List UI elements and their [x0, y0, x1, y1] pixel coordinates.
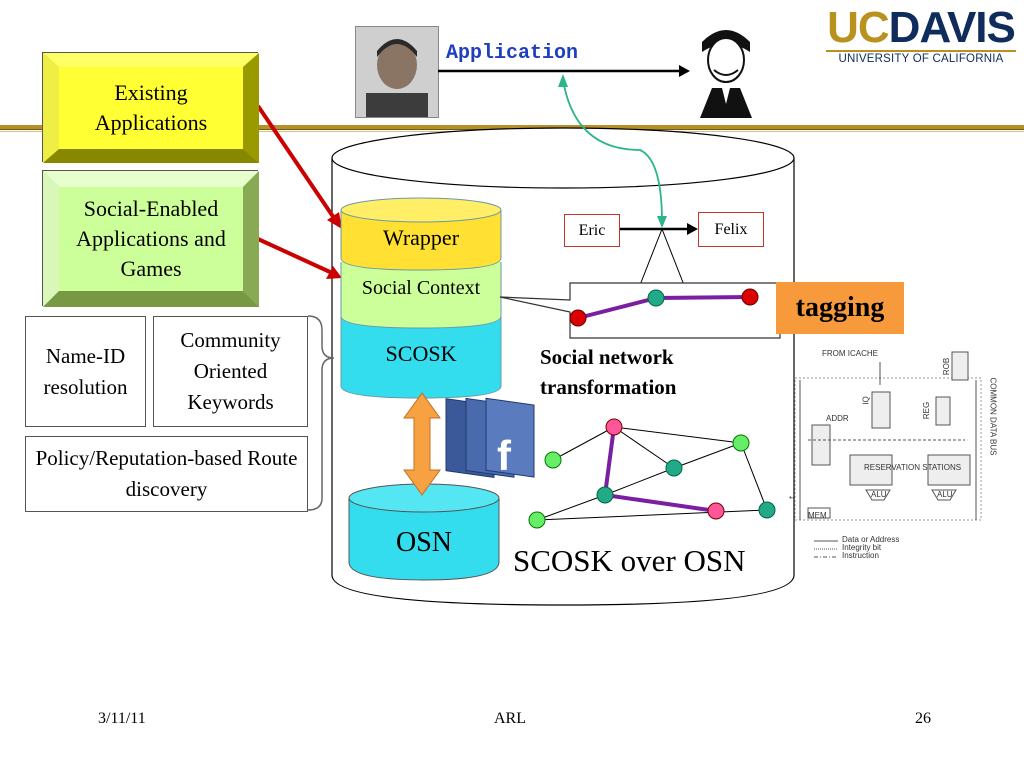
social-context-label: Social Context: [361, 277, 481, 299]
community-keywords-box: Community Oriented Keywords: [153, 316, 308, 427]
cpu-legend-instruction: Instruction: [842, 551, 879, 560]
logo-subtitle: UNIVERSITY OF CALIFORNIA: [826, 50, 1016, 66]
name-id-label: Name-ID resolution: [43, 343, 128, 399]
eric-felix-arrowhead: [687, 223, 698, 235]
red-arrow-social: [257, 237, 331, 274]
red-arrowhead-existing: [327, 212, 342, 229]
existing-applications-box: Existing Applications: [42, 52, 259, 163]
cpu-label-reservation: RESERVATION STATIONS: [864, 463, 962, 472]
social-context-body: [340, 262, 502, 329]
graph-node: [569, 309, 587, 327]
photo-receiver: [692, 22, 760, 118]
transformation-line1: Social network: [540, 345, 674, 369]
felix-node: Felix: [698, 212, 764, 247]
footer-page-number: 26: [915, 710, 931, 727]
graph-node: [647, 289, 665, 307]
wrapper-top: [340, 197, 502, 223]
osn-cylinder-body: [348, 498, 500, 581]
eric-node: Eric: [564, 214, 620, 247]
double-arrow: [403, 392, 441, 496]
policy-route-label: Policy/Reputation-based Route discovery: [35, 446, 298, 501]
application-arrowhead: [679, 65, 690, 77]
logo-davis: DAVIS: [888, 3, 1016, 52]
cpu-label-addr: ADDR: [826, 414, 849, 423]
cpu-diagram: [794, 351, 982, 558]
cpu-label-rob: ROB: [942, 357, 952, 376]
social-enabled-apps-label: Social-Enabled Applications and Games: [76, 196, 226, 281]
cpu-label-reg: REG: [922, 401, 932, 420]
cpu-label-alu1: ALU: [871, 490, 887, 499]
red-arrowhead-social: [326, 266, 342, 279]
system-cylinder-top: [331, 127, 795, 189]
svg-text:f: f: [497, 432, 512, 479]
person-photo-icon: [692, 22, 760, 118]
callout-line-left: [639, 228, 663, 286]
transformation-label: Social network transformation: [540, 342, 676, 402]
cpu-label-alu2: ALU: [937, 490, 953, 499]
policy-route-box: Policy/Reputation-based Route discovery: [25, 436, 308, 512]
link-arrowhead-bottom: [657, 216, 667, 228]
cpu-label-mem: MEM: [808, 511, 827, 520]
name-id-box: Name-ID resolution: [25, 316, 146, 427]
scosk-label: SCOSK: [385, 341, 457, 366]
tagging-badge: tagging: [776, 282, 904, 334]
cpu-label-icache: FROM ICACHE: [822, 349, 878, 358]
wrapper-label: Wrapper: [382, 225, 460, 250]
wrapper-body: [340, 210, 502, 271]
link-arrowhead-top: [558, 74, 568, 87]
logo-uc: UC: [827, 3, 890, 52]
social-network-graph: [528, 418, 776, 529]
cpu-label-iq: IQ: [861, 396, 871, 405]
person-photo-icon: [356, 27, 438, 117]
cpu-legend-data: Data or Address: [842, 535, 900, 544]
link-arrow: [562, 79, 663, 223]
existing-applications-label: Existing Applications: [94, 80, 208, 135]
callout-line-right: [661, 228, 685, 286]
scosk-over-osn-caption: SCOSK over OSN: [513, 543, 746, 578]
cpu-label-bus: COMMON DATA BUS: [988, 377, 998, 456]
footer-date: 3/11/11: [98, 710, 146, 727]
social-enabled-apps-box: Social-Enabled Applications and Games: [42, 170, 259, 307]
red-arrow-existing: [256, 104, 336, 220]
osn-label: OSN: [395, 527, 452, 558]
application-label: Application: [446, 42, 579, 65]
footer-center: ARL: [494, 710, 526, 727]
ucdavis-logo: UCDAVIS UNIVERSITY OF CALIFORNIA: [826, 3, 1016, 66]
facebook-icon: f: [445, 397, 535, 479]
cpu-label-star: **: [789, 495, 796, 504]
community-keywords-label: Community Oriented Keywords: [180, 328, 281, 414]
graph-node: [741, 288, 759, 306]
cpu-legend-integrity: Integrity bit: [842, 543, 882, 552]
grouping-brace: [307, 315, 335, 511]
transformation-line2: transformation: [540, 375, 677, 399]
